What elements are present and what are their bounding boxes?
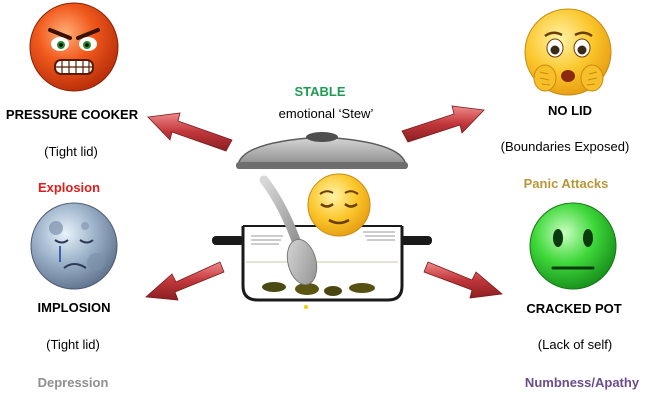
numbness-apathy-label: Numbness/Apathy xyxy=(524,375,640,390)
arrow-to-pressure-cooker xyxy=(147,112,233,152)
neutral-face-icon xyxy=(529,202,617,290)
scared-face-icon xyxy=(524,8,612,96)
implosion-label: IMPLOSION xyxy=(37,300,111,315)
arrow-to-implosion xyxy=(145,261,225,301)
arrow-to-no-lid xyxy=(401,105,485,143)
crying-moon-face-icon xyxy=(30,202,118,290)
implosion-detail: (Tight lid) xyxy=(46,337,100,352)
no-lid-detail: (Boundaries Exposed) xyxy=(500,139,630,154)
arrow-to-cracked-pot xyxy=(423,261,503,299)
no-lid-label: NO LID xyxy=(547,103,593,118)
pressure-cooker-label: PRESSURE COOKER xyxy=(5,107,139,122)
depression-label: Depression xyxy=(37,375,109,390)
stable-title: STABLE xyxy=(294,84,346,99)
panic-attacks-label: Panic Attacks xyxy=(523,176,609,191)
cracked-pot-label: CRACKED POT xyxy=(526,301,622,316)
cooking-pot-icon xyxy=(212,132,432,309)
cracked-pot-detail: (Lack of self) xyxy=(537,337,613,352)
angry-face-icon xyxy=(29,2,119,92)
explosion-label: Explosion xyxy=(37,180,101,195)
content-face-icon xyxy=(307,173,371,237)
pressure-cooker-detail: (Tight lid) xyxy=(44,144,98,159)
stable-subtitle: emotional ‘Stew’ xyxy=(278,106,374,121)
